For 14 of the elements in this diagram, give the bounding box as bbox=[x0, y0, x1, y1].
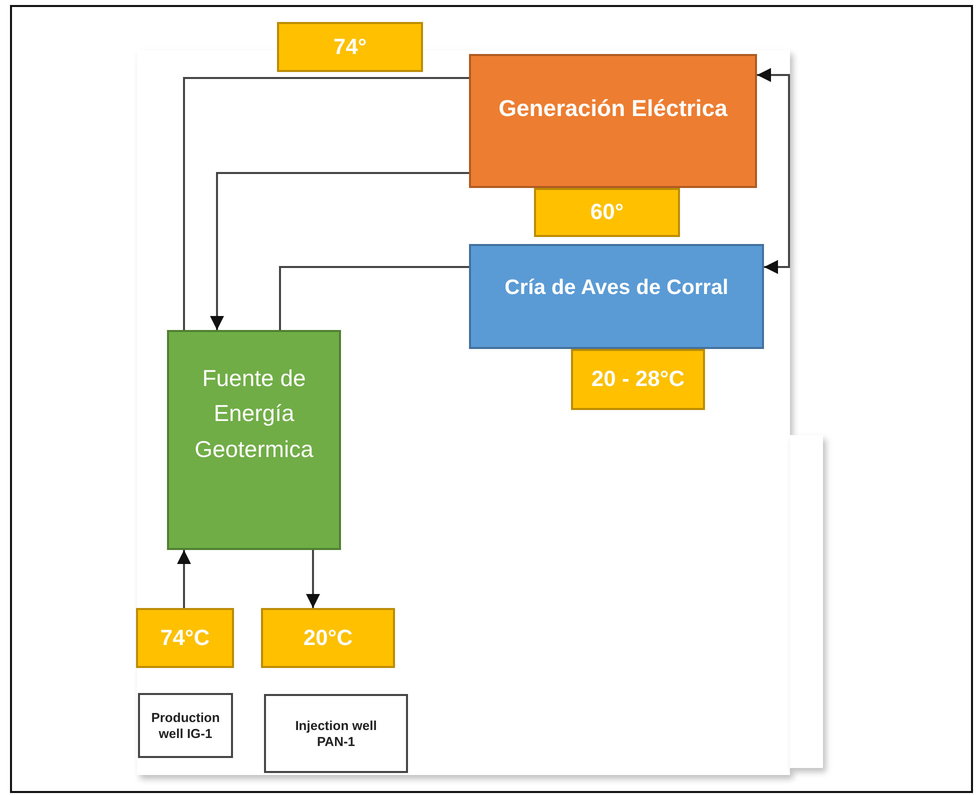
temperature-box: 74° bbox=[277, 22, 423, 72]
well-box: Production well IG-1 bbox=[138, 693, 233, 758]
process-box: Generación Eléctrica bbox=[469, 54, 757, 188]
process-box: Cría de Aves de Corral bbox=[469, 244, 764, 349]
well-box: Injection well PAN-1 bbox=[264, 694, 408, 773]
source-box: Fuente de Energía Geotermica bbox=[167, 330, 341, 550]
temperature-box: 74°C bbox=[136, 608, 234, 668]
temperature-box: 20 - 28°C bbox=[571, 349, 705, 410]
arrow bbox=[210, 172, 469, 330]
temperature-box: 60° bbox=[534, 188, 680, 237]
arrow bbox=[177, 550, 191, 608]
temperature-box: 20°C bbox=[261, 608, 395, 668]
arrow bbox=[306, 550, 320, 608]
arrow bbox=[757, 68, 790, 274]
